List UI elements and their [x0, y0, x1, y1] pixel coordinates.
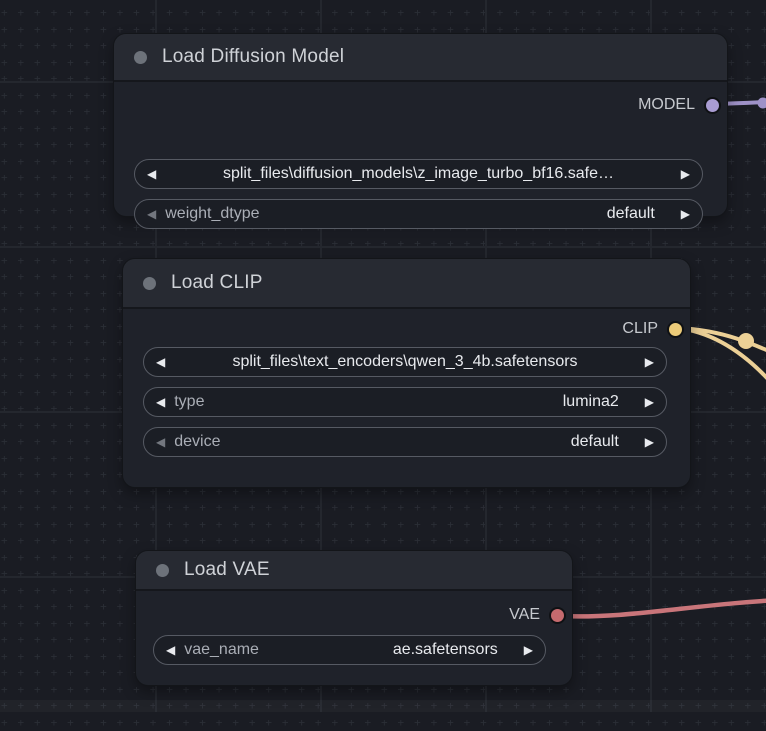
next-value-arrow-icon[interactable]: ▶: [681, 208, 690, 220]
output-slot-clip: CLIP: [123, 315, 690, 343]
clip-output-port[interactable]: [667, 321, 684, 338]
grid-major-hline: [0, 246, 766, 248]
prev-value-arrow-icon[interactable]: ◀: [166, 644, 175, 656]
widget-name: weight_dtype: [165, 205, 259, 223]
widget-list: ◀ vae_name ae.safetensors ▶: [153, 635, 546, 665]
widget-list: ◀ split_files\diffusion_models\z_image_t…: [134, 159, 703, 229]
widget-value[interactable]: default: [260, 205, 655, 223]
next-value-arrow-icon[interactable]: ▶: [645, 356, 654, 368]
prev-value-arrow-icon[interactable]: ◀: [147, 208, 156, 220]
widget-value[interactable]: split_files\diffusion_models\z_image_tur…: [156, 165, 681, 183]
widget-type[interactable]: ◀ type lumina2 ▶: [143, 387, 667, 417]
widget-value[interactable]: lumina2: [204, 393, 618, 411]
canvas-bottom-band: [0, 700, 766, 712]
widget-unet-name[interactable]: ◀ split_files\diffusion_models\z_image_t…: [134, 159, 703, 189]
collapse-dot-icon[interactable]: [134, 51, 147, 64]
widget-device[interactable]: ◀ device default ▶: [143, 427, 667, 457]
node-title: Load CLIP: [171, 272, 263, 294]
widget-value[interactable]: default: [220, 433, 618, 451]
widget-weight-dtype[interactable]: ◀ weight_dtype default ▶: [134, 199, 703, 229]
widget-list: ◀ split_files\text_encoders\qwen_3_4b.sa…: [143, 347, 667, 457]
widget-clip-name[interactable]: ◀ split_files\text_encoders\qwen_3_4b.sa…: [143, 347, 667, 377]
output-slot-label: VAE: [509, 606, 540, 624]
prev-value-arrow-icon[interactable]: ◀: [156, 396, 165, 408]
clip-link-dot[interactable]: [738, 333, 754, 349]
node-load-vae[interactable]: Load VAE VAE ◀ vae_name ae.safetensors ▶: [135, 550, 573, 686]
widget-name: type: [174, 393, 204, 411]
node-title: Load Diffusion Model: [162, 46, 344, 68]
vae-link-wire[interactable]: [560, 599, 766, 616]
widget-name: vae_name: [184, 641, 259, 659]
model-output-port[interactable]: [704, 97, 721, 114]
node-header[interactable]: Load Diffusion Model: [114, 34, 727, 82]
output-slot-vae: VAE: [136, 601, 572, 629]
node-load-clip[interactable]: Load CLIP CLIP ◀ split_files\text_encode…: [122, 258, 691, 488]
output-slot-label: CLIP: [622, 320, 658, 338]
vae-output-port[interactable]: [549, 607, 566, 624]
collapse-dot-icon[interactable]: [143, 277, 156, 290]
prev-value-arrow-icon[interactable]: ◀: [156, 436, 165, 448]
next-value-arrow-icon[interactable]: ▶: [681, 168, 690, 180]
prev-value-arrow-icon[interactable]: ◀: [147, 168, 156, 180]
next-value-arrow-icon[interactable]: ▶: [524, 644, 533, 656]
node-title: Load VAE: [184, 559, 270, 581]
output-slot-model: MODEL: [114, 91, 727, 119]
node-header[interactable]: Load VAE: [136, 551, 572, 591]
prev-value-arrow-icon[interactable]: ◀: [156, 356, 165, 368]
node-header[interactable]: Load CLIP: [123, 259, 690, 309]
widget-value[interactable]: split_files\text_encoders\qwen_3_4b.safe…: [165, 353, 645, 371]
widget-name: device: [174, 433, 220, 451]
model-link-dot[interactable]: [758, 98, 766, 109]
output-slot-label: MODEL: [638, 96, 695, 114]
next-value-arrow-icon[interactable]: ▶: [645, 396, 654, 408]
widget-value[interactable]: ae.safetensors: [259, 641, 498, 659]
widget-vae-name[interactable]: ◀ vae_name ae.safetensors ▶: [153, 635, 546, 665]
next-value-arrow-icon[interactable]: ▶: [645, 436, 654, 448]
node-load-diffusion-model[interactable]: Load Diffusion Model MODEL ◀ split_files…: [113, 33, 728, 217]
collapse-dot-icon[interactable]: [156, 564, 169, 577]
